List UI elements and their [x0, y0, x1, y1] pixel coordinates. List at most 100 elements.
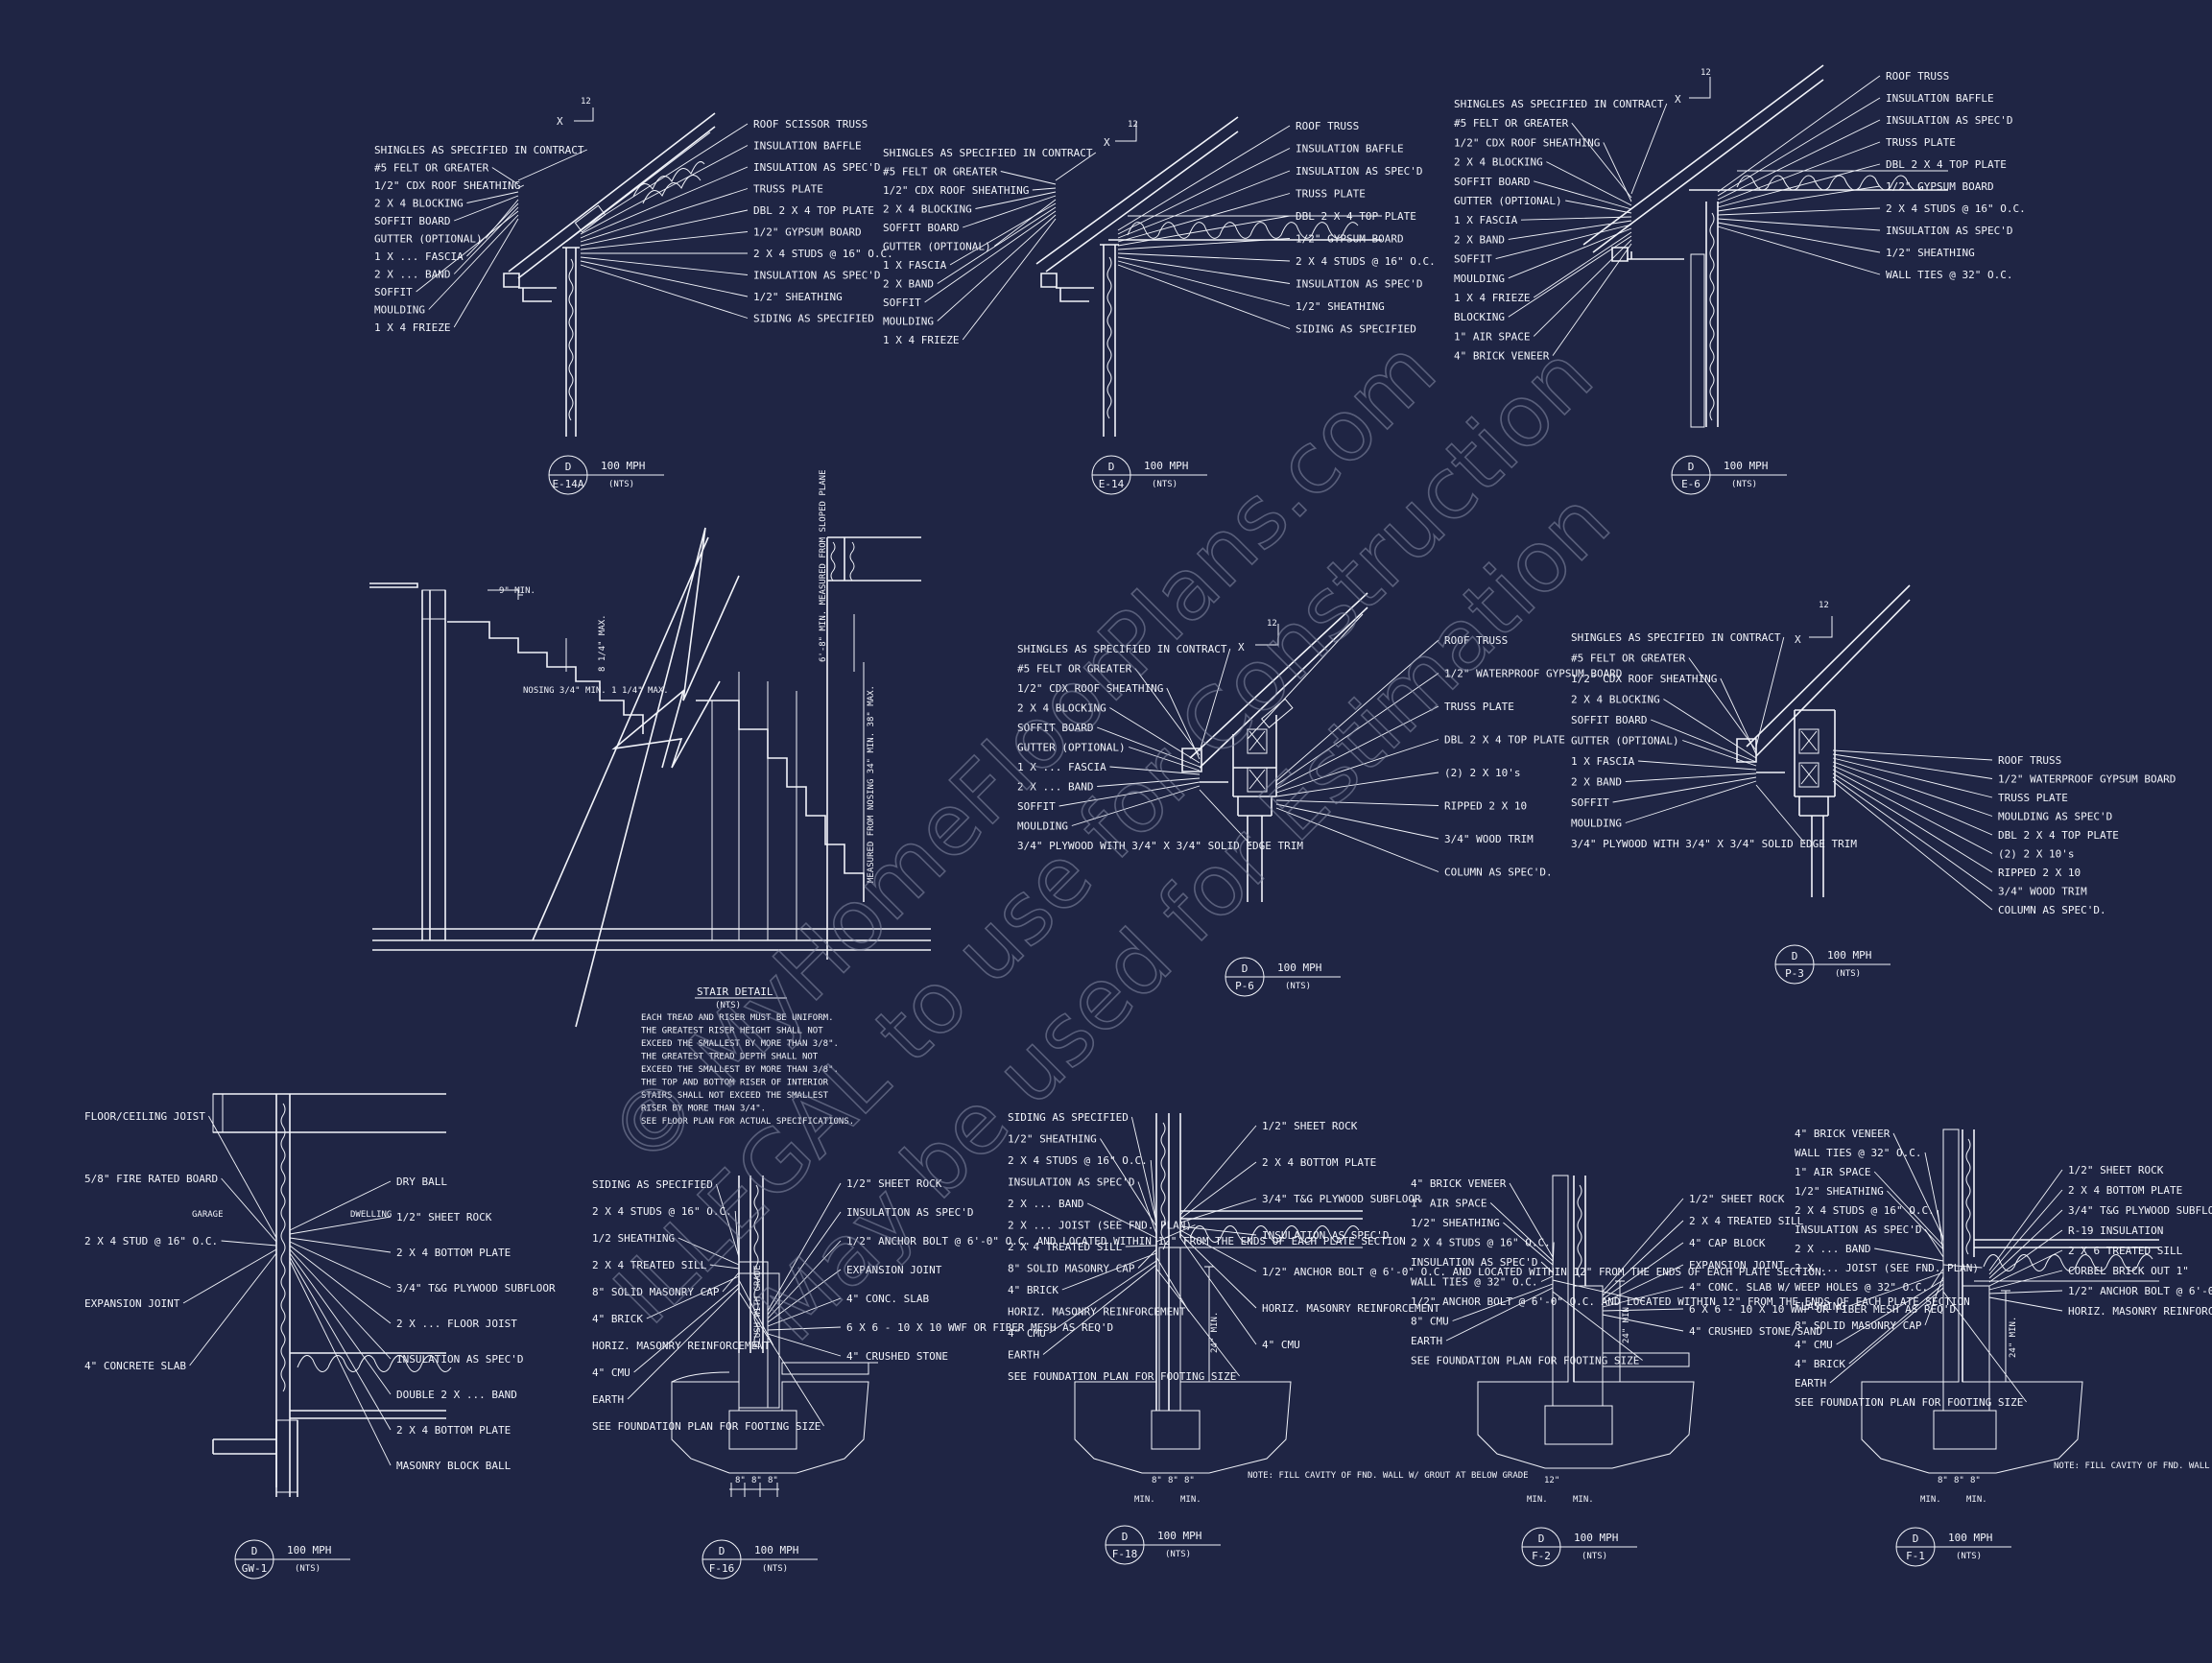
- callout-label: TRUSS PLATE: [1296, 188, 1366, 201]
- leader-line: [1565, 200, 1632, 214]
- detail-stair: 9" MIN. 8 1/4" MAX. NOSING 3/4" MIN. 1 1…: [369, 470, 931, 1127]
- fill-note: NOTE: FILL CAVITY OF FND. WALL W/ GROUT …: [1248, 1471, 1529, 1481]
- leader-line: [1275, 807, 1439, 872]
- tag-top: D: [1538, 1532, 1545, 1545]
- callout-label: 5/8" FIRE RATED BOARD: [84, 1173, 218, 1185]
- leader-line: [1571, 122, 1632, 199]
- callout-label: #5 FELT OR GREATER: [883, 166, 998, 178]
- callout-label: 2 X ... FLOOR JOIST: [396, 1318, 517, 1330]
- leader-line: [1129, 747, 1201, 772]
- fill-note: NOTE: FILL CAVITY OF FND. WALL W/ GROUT …: [2054, 1461, 2212, 1471]
- callout-label: INSULATION AS SPEC'D: [1008, 1176, 1134, 1189]
- scale-note: (NTS): [1835, 969, 1861, 979]
- callout-label: 2 X 4 STUDS @ 16" O.C.: [1886, 202, 2026, 215]
- callout-label: TRUSS PLATE: [1444, 701, 1514, 713]
- dim-label: 8": [1152, 1476, 1162, 1485]
- scale-note: (NTS): [1956, 1552, 1982, 1561]
- callout-label: 4" CMU: [1262, 1339, 1300, 1351]
- leader-line: [1117, 260, 1291, 307]
- scale-note: (NTS): [1152, 480, 1177, 489]
- leader-line: [1602, 1264, 1684, 1304]
- callout-label: SOFFIT: [374, 286, 413, 298]
- leader-line: [1179, 1161, 1257, 1220]
- leader-line: [993, 199, 1057, 247]
- leader-line: [1832, 769, 1993, 854]
- pitch-value: 12: [1128, 120, 1138, 130]
- leader-line: [1602, 1220, 1684, 1296]
- vertical-dim: 24" MIN.: [2009, 1317, 2018, 1358]
- leader-line: [1109, 766, 1201, 775]
- tag-bottom: F-18: [1112, 1548, 1138, 1560]
- leader-line: [1602, 1314, 1684, 1332]
- stair-note-line: THE TOP AND BOTTOM RISER OF INTERIOR: [641, 1079, 829, 1088]
- stair-note-line: EACH TREAD AND RISER MUST BE UNIFORM.: [641, 1013, 833, 1023]
- callout-label: SIDING AS SPECIFIED: [1296, 323, 1416, 336]
- callout-label: SOFFIT BOARD: [1454, 176, 1530, 188]
- callout-label: 3/4" WOOD TRIM: [1998, 886, 2087, 898]
- wind-speed: 100 MPH: [601, 460, 645, 472]
- callout-label: HORIZ. MASONRY REINFORCEMENT: [2068, 1305, 2212, 1318]
- detail-f18: 24" MIN. 8"8"8"MIN.MIN. NOTE: FILL CAVIT…: [1008, 1111, 1827, 1565]
- leader-line: [1832, 749, 1993, 761]
- pitch-value: 12: [1819, 601, 1829, 610]
- callout-label: EXPANSION JOINT: [846, 1264, 942, 1276]
- dim-label: 8": [1954, 1476, 1964, 1485]
- leader-line: [1988, 1169, 2063, 1271]
- leader-line: [1552, 1279, 1646, 1302]
- callout-label: 2 X ... BAND: [374, 269, 450, 281]
- leader-line: [1042, 1264, 1157, 1355]
- leader-line: [1924, 1275, 1944, 1326]
- callout-label: 1/2" WATERPROOF GYPSUM BOARD: [1998, 773, 2176, 786]
- tag-bottom: F-1: [1906, 1550, 1925, 1562]
- leader-line: [1117, 193, 1291, 243]
- leader-line: [1199, 648, 1231, 752]
- callout-label: 1/2" SHEATHING: [753, 291, 843, 303]
- callout-label: 1/2" SHEATHING: [1411, 1217, 1500, 1229]
- callout-label: DBL 2 X 4 TOP PLATE: [1886, 158, 2007, 171]
- leader-line: [1533, 239, 1632, 337]
- tag-top: D: [565, 461, 572, 473]
- leader-line: [208, 1115, 277, 1239]
- leader-line: [1179, 1229, 1257, 1272]
- callout-label: SOFFIT: [1454, 253, 1492, 266]
- callout-label: (2) 2 X 10's: [1998, 848, 2074, 861]
- callout-label: 1/2" CDX ROOF SHEATHING: [883, 184, 1029, 197]
- leader-line: [767, 1269, 842, 1323]
- leader-line: [1000, 171, 1057, 185]
- callout-label: 1/2" SHEET ROCK: [396, 1211, 492, 1223]
- callout-label: INSULATION AS SPEC'D: [1296, 278, 1422, 291]
- leader-line: [1520, 216, 1632, 221]
- wind-speed: 100 MPH: [1574, 1532, 1618, 1544]
- callout-label: 1/2" SHEATHING: [1795, 1185, 1884, 1198]
- dim-label: 8": [751, 1476, 762, 1485]
- leader-line: [580, 264, 749, 319]
- pitch-x: X: [1675, 93, 1681, 106]
- callout-label: MOULDING: [374, 304, 425, 317]
- tag-top: D: [1688, 461, 1695, 473]
- leader-line: [1931, 1268, 1944, 1288]
- callout-label: 3/4" T&G PLYWOOD SUBFLOOR: [396, 1282, 556, 1295]
- scale-note: (NTS): [762, 1564, 788, 1574]
- callout-label: 3/4" T&G PLYWOOD SUBFLOOR: [2068, 1204, 2212, 1217]
- stair-note-line: THE GREATEST RISER HEIGHT SHALL NOT: [641, 1027, 823, 1036]
- leader-line: [428, 214, 519, 310]
- callout-label: RIPPED 2 X 10: [1998, 867, 2081, 879]
- leader-line: [738, 1279, 774, 1346]
- leader-line: [1988, 1229, 2063, 1283]
- callout-label: FLOOR/CEILING JOIST: [84, 1110, 205, 1123]
- leader-line: [627, 1287, 740, 1400]
- callout-label: SIDING AS SPECIFIED: [1008, 1111, 1129, 1124]
- callout-label: SEE FOUNDATION PLAN FOR FOOTING SIZE: [1411, 1355, 1639, 1367]
- callout-label: 4" BRICK: [592, 1313, 643, 1325]
- pitch-x: X: [1104, 136, 1110, 149]
- leader-line: [1086, 1202, 1157, 1239]
- callout-label: 3/4" PLYWOOD WITH 3/4" X 3/4" SOLID EDGE…: [1017, 840, 1303, 852]
- left-labels: FLOOR/CEILING JOIST 5/8" FIRE RATED BOARD…: [84, 1110, 277, 1372]
- callout-label: 4" CMU: [1795, 1339, 1833, 1351]
- callout-label: 2 X 4 BOTTOM PLATE: [1262, 1156, 1376, 1169]
- callout-label: ROOF TRUSS: [1296, 120, 1359, 132]
- callout-label: #5 FELT OR GREATER: [1571, 653, 1686, 665]
